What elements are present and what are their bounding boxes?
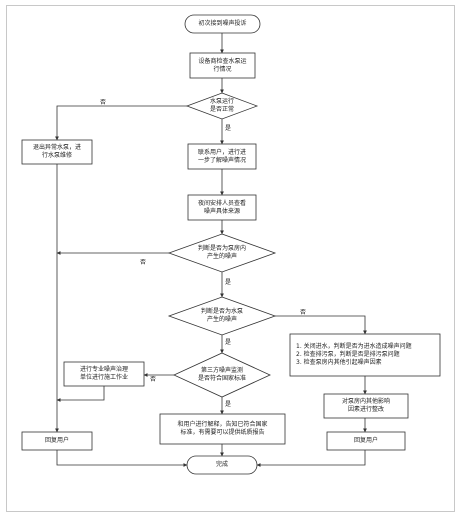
start-terminal: [184, 14, 261, 34]
judge-pump-label: 判断是否为水泵 产生的噪声: [200, 308, 243, 323]
measures-label: 1. 关闭进水，判断是否为进水造成噪声问题 2. 检查排污泵，判断是否是排污泵问…: [296, 343, 412, 366]
edge-label-judge-room-no: 否: [140, 259, 147, 266]
edge-label-judge-room-yes: 是: [225, 279, 232, 286]
pump-ok-label: 水泵运行 是否正常: [209, 98, 234, 113]
other-factors-label: 对泵房内其他影响 因素进行整改: [341, 398, 390, 413]
edge-label-third-party-yes: 是: [225, 401, 232, 408]
night-check-box: [187, 194, 257, 221]
edge-label-pump-ok-yes: 是: [225, 125, 232, 132]
third-party-label: 第三方噪声监测 是否符合国家标准: [197, 367, 246, 382]
edge-label-third-party-no: 否: [150, 376, 157, 383]
reply-left-label: 回复用户: [44, 437, 69, 444]
explain-user-box: [159, 413, 286, 445]
done-label: 完成: [215, 461, 228, 468]
contact-user-label: 联系用户，进行进 一步了解噪声情况: [197, 148, 246, 164]
professional-label: 进行专业噪声治理 单位进行施工作业: [79, 366, 128, 381]
edge-label-pump-ok-no: 否: [100, 99, 107, 106]
night-check-label: 夜间安排人员查看 噪声具体来源: [197, 199, 246, 215]
start-label: 初次接到噪声投诉: [198, 20, 247, 27]
explain-user-label: 和用户进行解释，告知已符合国家 标准，有需要可以提供纸质报告: [177, 421, 268, 436]
check-pump-label: 设备商检查水泵运 行情况: [198, 57, 247, 73]
reply-right-label: 回复用户: [353, 437, 378, 444]
edge-label-judge-pump-no: 否: [300, 309, 307, 316]
exit-repair-label: 退出异常水泵，进 行水泵维修: [32, 144, 81, 159]
judge-room-label: 判断是否为泵房内 产生的噪声: [197, 245, 246, 260]
edge-label-judge-pump-yes: 是: [225, 339, 232, 346]
